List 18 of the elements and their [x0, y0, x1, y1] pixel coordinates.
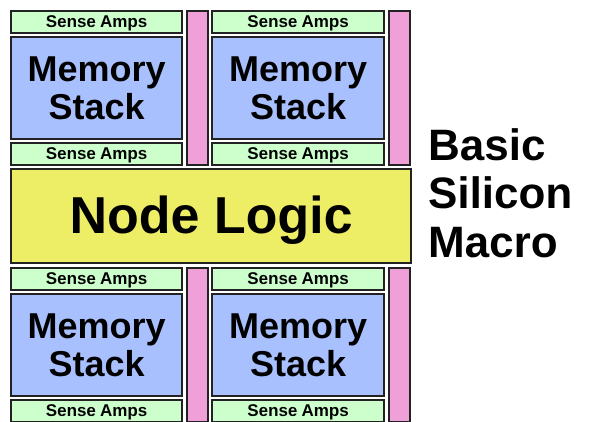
memory-stack-block: Memory Stack [10, 36, 183, 140]
vertical-strip [186, 267, 209, 422]
sense-amps-block: Sense Amps [10, 399, 183, 422]
node-logic-block: Node Logic [10, 168, 412, 264]
sense-amps-block: Sense Amps [211, 399, 385, 422]
memory-stack-block: Memory Stack [10, 293, 183, 397]
vertical-strip [388, 267, 411, 422]
sense-amps-block: Sense Amps [211, 10, 385, 34]
title-text: Basic Silicon Macro [428, 122, 574, 268]
vertical-strip [186, 10, 209, 166]
sense-amps-block: Sense Amps [10, 142, 183, 166]
sense-amps-block: Sense Amps [10, 267, 183, 291]
vertical-strip [388, 10, 411, 166]
memory-stack-block: Memory Stack [211, 293, 385, 397]
sense-amps-block: Sense Amps [211, 267, 385, 291]
memory-stack-block: Memory Stack [211, 36, 385, 140]
sense-amps-block: Sense Amps [10, 10, 183, 34]
sense-amps-block: Sense Amps [211, 142, 385, 166]
